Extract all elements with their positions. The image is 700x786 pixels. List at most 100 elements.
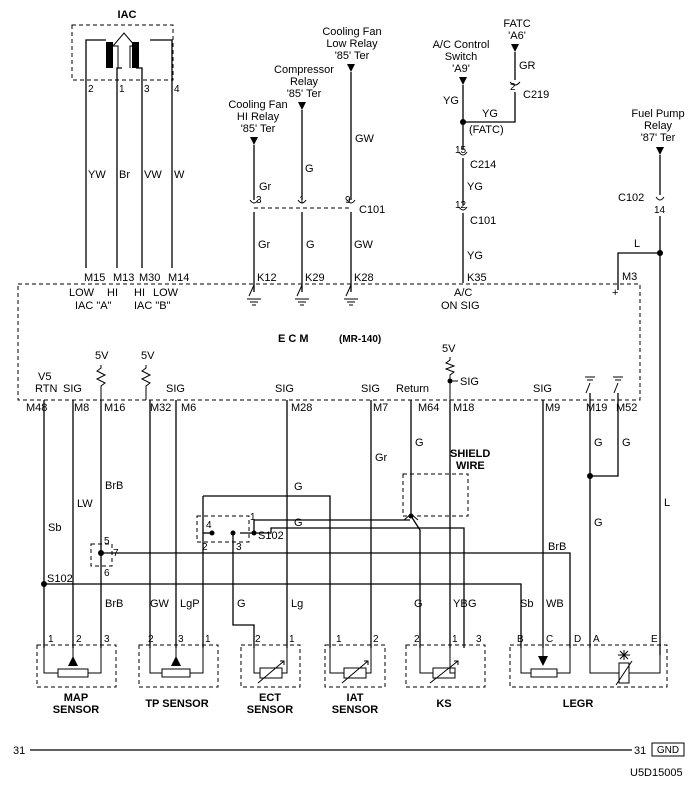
fuel-pump-group: Fuel Pump Relay '87' Ter C102 14 L M3 + … <box>612 108 685 655</box>
wire-g-ks: G <box>415 437 424 449</box>
fuel-pump-wire-l-lower: L <box>664 497 670 509</box>
fatc-wire-gr: GR <box>519 60 536 72</box>
fuel-pump-relay-label: Fuel Pump Relay '87' Ter <box>631 108 684 144</box>
thermistor-arrow-icon <box>341 660 369 684</box>
svg-text:Switch: Switch <box>445 51 477 63</box>
ecm-pin-m7: M7 <box>373 402 388 414</box>
c102-pin: 14 <box>654 205 666 216</box>
iat-sensor: 1 2 IAT SENSOR <box>324 634 386 716</box>
c101-pin-1: 1 <box>299 195 305 206</box>
ecm-legr-switch-icon <box>585 376 623 394</box>
compressor-relay-label: Compressor Relay '85' Ter <box>274 64 334 100</box>
c219-pin: 2 <box>510 82 516 93</box>
func-sig-ect: SIG <box>275 383 294 395</box>
svg-text:E: E <box>651 634 658 645</box>
sb-rail-wire <box>44 583 522 648</box>
ecm-internal-switch <box>248 284 352 297</box>
ecm-model: (MR-140) <box>339 334 381 345</box>
svg-text:Cooling Fan: Cooling Fan <box>228 99 287 111</box>
wire-sb: Sb <box>48 522 61 534</box>
ecm-pin-m19: M19 <box>586 402 607 414</box>
svg-text:3: 3 <box>104 634 110 645</box>
func-sig-iat: SIG <box>361 383 380 395</box>
junction-dot <box>460 119 466 125</box>
wire-wb-legr: WB <box>546 598 564 610</box>
ecm-pin-k12: K12 <box>257 272 277 284</box>
iac-wire-colors: YW Br VW W <box>88 169 185 181</box>
junction-dot <box>251 530 257 536</box>
fuel-pump-wire-ecm <box>617 252 660 290</box>
wire-g-ks3: G <box>468 598 477 610</box>
fatc-wire <box>463 52 516 123</box>
func-sig-tp: SIG <box>166 383 185 395</box>
iac-func-b: IAC "B" <box>134 300 171 312</box>
shield-label-2: WIRE <box>456 460 485 472</box>
c101-pin-9: 9 <box>345 195 351 206</box>
ecm-box <box>17 283 641 401</box>
svg-text:2: 2 <box>373 634 379 645</box>
ecm-pin-m28: M28 <box>291 402 312 414</box>
tp-sensor: 2 3 1 TP SENSOR <box>138 634 219 710</box>
wire-g-legr-a: G <box>594 437 603 449</box>
svg-text:1: 1 <box>452 634 458 645</box>
ground-right-num: 31 <box>634 745 646 757</box>
s102-pin-3: 3 <box>236 542 242 553</box>
ks-sensor: 2 1 3 KS <box>405 634 486 710</box>
arrow-icon <box>250 137 258 145</box>
svg-text:Compressor: Compressor <box>274 64 334 76</box>
wire-gw-tp: GW <box>150 598 170 610</box>
arrow-icon <box>459 77 467 85</box>
wire-g-legr-b: G <box>622 437 631 449</box>
s102-ks-return <box>254 527 465 648</box>
gnd-box <box>651 742 685 757</box>
cooling-fan-low-relay-label: Cooling Fan Low Relay '85' Ter <box>322 26 381 62</box>
iac-pin-2: 1 <box>119 84 125 95</box>
iac-pins: 2 1 3 4 <box>88 84 180 95</box>
func-sig-ks: SIG <box>460 376 479 388</box>
c214-label: C214 <box>470 159 496 171</box>
spark-icon <box>618 650 630 660</box>
c101-ac-pin: 12 <box>455 200 467 211</box>
svg-text:Relay: Relay <box>290 76 319 88</box>
svg-text:'87' Ter: '87' Ter <box>641 132 676 144</box>
arrow-icon <box>298 102 306 110</box>
iac-ecm-pin-m30: M30 <box>139 272 160 284</box>
s102-upper-box <box>196 515 250 543</box>
ks-sensor-name: KS <box>436 698 451 710</box>
wire-brb-map: BrB <box>105 598 123 610</box>
iac-func-low-b: LOW <box>153 287 179 299</box>
svg-text:HI Relay: HI Relay <box>237 111 280 123</box>
knock-arrow-icon <box>429 660 459 684</box>
lower-wire-colors: Sb LW BrB G G Gr G G G G BrB BrB GW LgP … <box>48 437 631 610</box>
svg-text:'A9': 'A9' <box>452 63 470 75</box>
svg-text:'85' Ter: '85' Ter <box>287 88 322 100</box>
iac-pin-3: 3 <box>144 84 150 95</box>
iac-ecm-pin-m13: M13 <box>113 272 134 284</box>
iac-wires <box>85 82 173 268</box>
svg-text:1: 1 <box>336 634 342 645</box>
func-5v-tp: 5V <box>141 350 155 362</box>
iac-func-low-a: LOW <box>69 287 95 299</box>
cooling-fan-hi-relay-label: Cooling Fan HI Relay '85' Ter <box>228 99 287 135</box>
iac-ecm-pins: M15 M13 M30 M14 <box>84 272 189 284</box>
svg-text:A/C Control: A/C Control <box>433 39 490 51</box>
iac-func-a: IAC "A" <box>75 300 112 312</box>
iac-ecm-pin-m14: M14 <box>168 272 189 284</box>
s102-lower-pin-5: 5 <box>104 536 110 547</box>
ecm-pin-m18: M18 <box>453 402 474 414</box>
iac-pin-4: 4 <box>174 84 180 95</box>
splice-labels: 4 1 2 3 S102 5 7 6 S102 SHIELD WIRE <box>47 448 490 585</box>
relay-wire-gw-lower: GW <box>354 239 374 251</box>
figure-code: U5D15005 <box>630 767 683 779</box>
wire-lg-ect: Lg <box>291 598 303 610</box>
ecm-module: E C M (MR-140) <box>17 283 641 401</box>
c101-connector-symbol <box>249 199 356 204</box>
brb-rail-wire <box>101 552 571 648</box>
c101-label: C101 <box>359 204 385 216</box>
svg-text:'85' Ter: '85' Ter <box>335 50 370 62</box>
ks-return-wire <box>410 400 421 648</box>
c101-ac-connector-symbol <box>458 206 468 211</box>
wire-g-legr-c: G <box>594 517 603 529</box>
ecm-pin-m52: M52 <box>616 402 637 414</box>
